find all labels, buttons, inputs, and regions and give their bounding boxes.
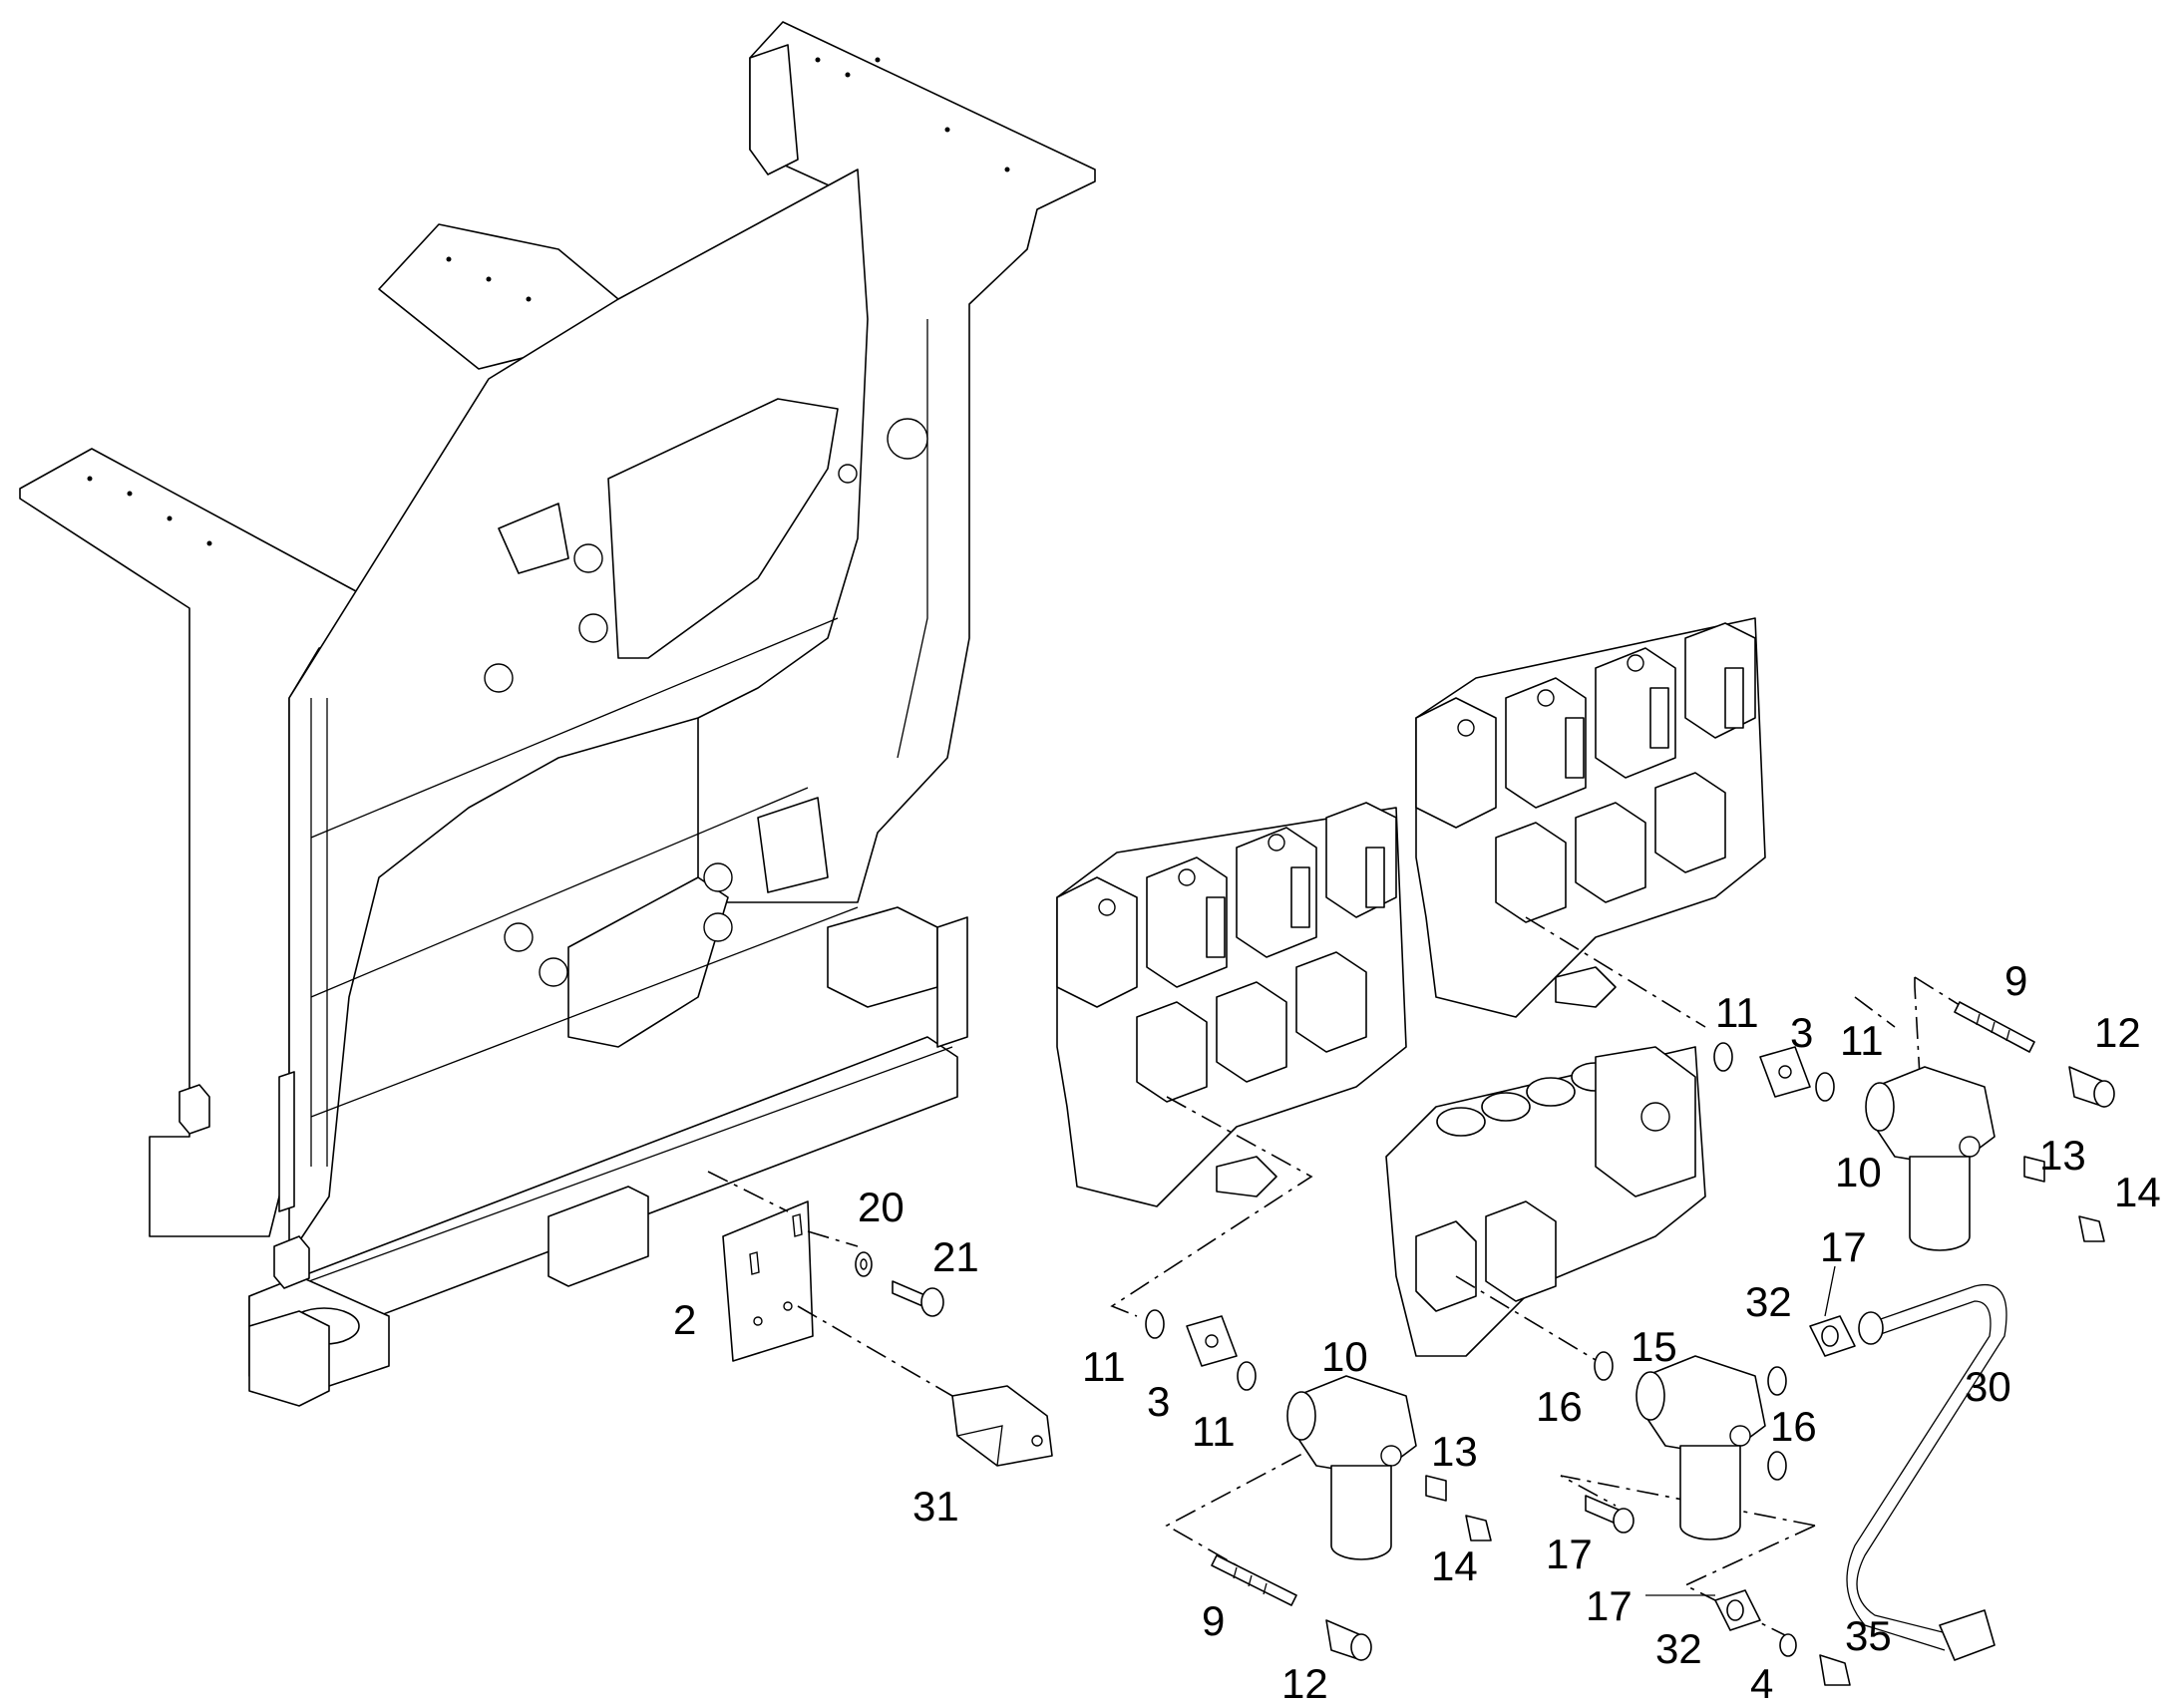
leader-bracket-clamp	[797, 1305, 953, 1397]
callout-32: 32	[1745, 1278, 1792, 1325]
leader-bracket-bolt	[807, 1230, 859, 1247]
washer-4	[1779, 1633, 1797, 1657]
callout-16: 16	[1770, 1403, 1817, 1450]
callout-2: 2	[673, 1296, 696, 1343]
callout-32: 32	[1655, 1625, 1702, 1672]
leader-filter-lower	[1165, 1435, 1337, 1566]
callout-14: 14	[2114, 1169, 2161, 1215]
hose-clamp-31	[951, 1385, 1053, 1467]
adapter-13-upper	[2023, 1156, 2045, 1183]
callout-12: 12	[2094, 1009, 2141, 1056]
callout-13: 13	[1431, 1428, 1478, 1475]
leader-17-upper	[1824, 1265, 1836, 1317]
stud-9-lower	[1211, 1554, 1297, 1606]
callout-16: 16	[1536, 1383, 1583, 1430]
fitting-14-lower	[1465, 1515, 1492, 1541]
o-ring-11-lower-b	[1237, 1361, 1257, 1391]
filter-head-10-lower	[1286, 1375, 1417, 1560]
callout-17: 17	[1586, 1582, 1633, 1629]
callout-11: 11	[1840, 1017, 1884, 1064]
flange-3-lower	[1186, 1315, 1238, 1367]
callout-4: 4	[1750, 1660, 1773, 1707]
fitting-14-upper	[2078, 1215, 2105, 1242]
valve-block-upper-right	[1415, 617, 1766, 1018]
callout-11: 11	[1715, 989, 1759, 1036]
filter-head-15	[1635, 1355, 1766, 1540]
o-ring-11-lower-a	[1145, 1309, 1165, 1339]
callout-20: 20	[858, 1184, 905, 1230]
bracket-plate	[722, 1200, 814, 1362]
callout-11: 11	[1082, 1343, 1126, 1390]
callout-9: 9	[1202, 1597, 1225, 1644]
callout-21: 21	[932, 1233, 979, 1280]
callout-15: 15	[1631, 1323, 1677, 1370]
leader-valve-left	[1110, 1096, 1313, 1317]
valve-block-lower	[1385, 1046, 1706, 1357]
leader-filter-upper	[1854, 996, 1896, 1028]
callout-12: 12	[1281, 1660, 1328, 1707]
stud-9-upper	[1954, 1001, 2035, 1053]
split-flange-32-upper	[1809, 1315, 1856, 1357]
adapter-13-lower	[1425, 1475, 1447, 1502]
callout-10: 10	[1321, 1333, 1368, 1380]
nut-12-lower	[1325, 1619, 1372, 1661]
valve-block-middle	[1056, 802, 1407, 1207]
callout-3: 3	[1147, 1378, 1170, 1425]
o-ring-16-b	[1767, 1366, 1787, 1396]
washer-20	[855, 1251, 873, 1277]
callout-31: 31	[912, 1483, 959, 1530]
callout-17: 17	[1820, 1223, 1867, 1270]
filter-head-10-upper	[1865, 1066, 1996, 1251]
flange-3-upper	[1759, 1046, 1811, 1098]
mast-frame	[19, 21, 1096, 1407]
callout-17: 17	[1546, 1531, 1593, 1577]
callout-14: 14	[1431, 1542, 1478, 1589]
screw-17-mid	[1585, 1495, 1635, 1534]
callout-35: 35	[1845, 1612, 1892, 1659]
callout-13: 13	[2039, 1132, 2086, 1179]
hose-30	[1846, 1284, 2007, 1661]
leader-valve-middle	[1455, 1275, 1607, 1367]
bolt-21	[892, 1280, 944, 1317]
leader-stud-upper-b	[1914, 976, 1996, 1028]
nut-12-upper	[2068, 1066, 2115, 1108]
callout-11: 11	[1192, 1408, 1236, 1455]
split-flange-32-lower	[1714, 1589, 1761, 1631]
o-ring-16-a	[1594, 1351, 1614, 1381]
fitting-35	[1819, 1654, 1851, 1686]
leader-bracket-top	[707, 1171, 789, 1212]
leader-valve-upper	[1525, 916, 1706, 1028]
o-ring-11-upper-a	[1713, 1042, 1733, 1072]
o-ring-16-c	[1767, 1451, 1787, 1481]
callout-30: 30	[1965, 1363, 2011, 1410]
callout-3: 3	[1790, 1009, 1813, 1056]
o-ring-11-upper-b	[1815, 1072, 1835, 1102]
callout-9: 9	[2004, 957, 2027, 1004]
callout-10: 10	[1835, 1149, 1882, 1196]
leader-stud-upper	[1914, 977, 1921, 1078]
callouts: 2 20 21 31 11 3 11 9 12 10 13 14 17 32 3…	[673, 957, 2161, 1707]
